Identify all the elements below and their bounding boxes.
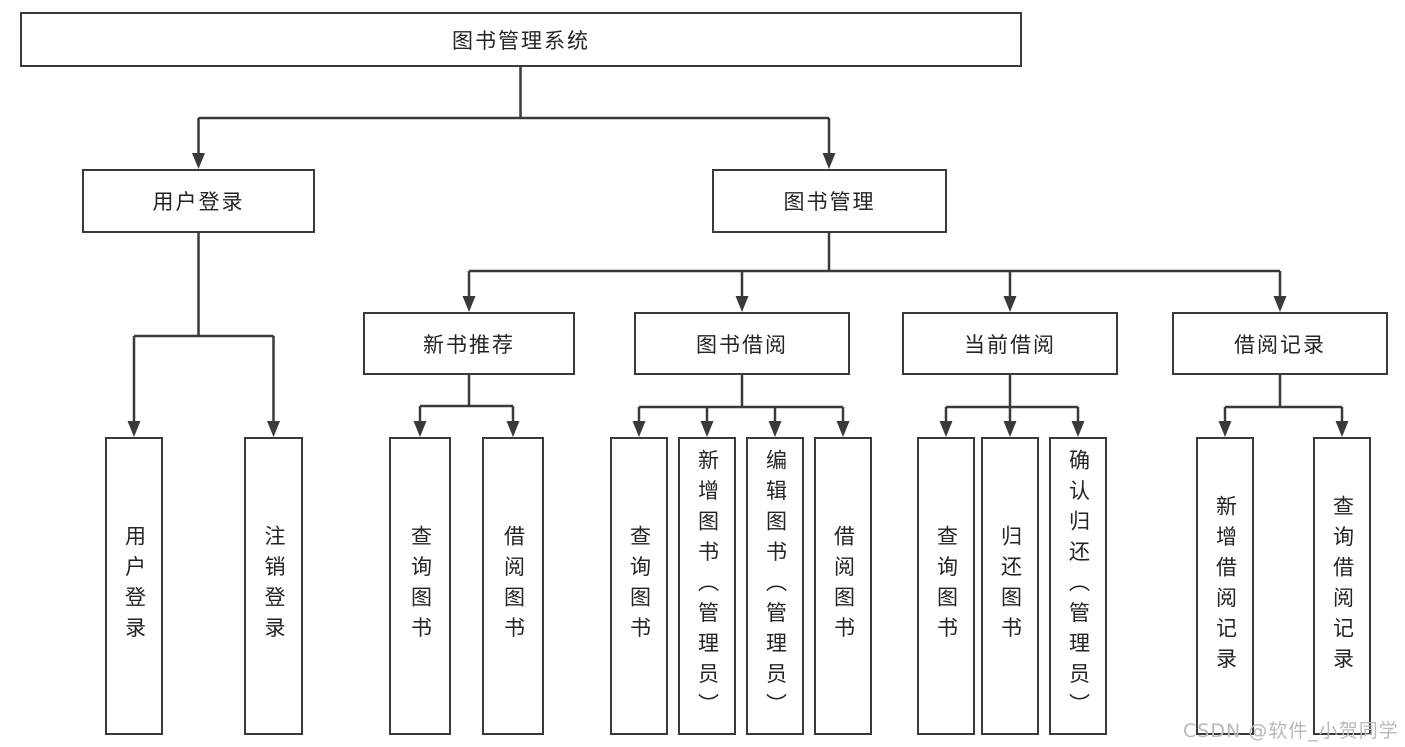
arrowhead-icon — [413, 421, 427, 437]
leaf-user-login: 用户登录 — [105, 437, 163, 735]
node-book-management: 图书管理 — [712, 169, 947, 233]
leaf-query-book-2: 查询图书 — [610, 437, 668, 735]
arrowhead-icon — [768, 421, 782, 437]
arrowhead-icon — [267, 421, 280, 437]
arrowhead-icon — [1218, 421, 1232, 437]
arrowhead-icon — [836, 421, 850, 437]
node-current-borrow: 当前借阅 — [902, 312, 1118, 375]
arrowhead-icon — [1003, 421, 1017, 437]
node-new-book-recommend: 新书推荐 — [363, 312, 575, 375]
arrowhead-icon — [632, 421, 646, 437]
csdn-watermark: CSDN @软件_小贺同学 — [1183, 720, 1399, 742]
arrowhead-icon — [822, 153, 836, 169]
node-user-login: 用户登录 — [82, 169, 315, 233]
leaf-add-borrow-record: 新增借阅记录 — [1196, 437, 1254, 735]
leaf-query-book-3: 查询图书 — [917, 437, 975, 735]
leaf-borrow-book-2: 借阅图书 — [814, 437, 872, 735]
arrowhead-icon — [462, 296, 476, 312]
arrowhead-icon — [1003, 296, 1017, 312]
arrowhead-icon — [735, 296, 749, 312]
arrowhead-icon — [1273, 296, 1287, 312]
arrowhead-icon — [506, 421, 520, 437]
leaf-borrow-book-1: 借阅图书 — [482, 437, 544, 735]
node-borrow-records: 借阅记录 — [1172, 312, 1388, 375]
node-book-borrow: 图书借阅 — [634, 312, 850, 375]
leaf-query-book-1: 查询图书 — [389, 437, 451, 735]
arrowhead-icon — [1071, 421, 1085, 437]
arrowhead-icon — [1335, 421, 1349, 437]
arrowhead-icon — [192, 153, 205, 169]
arrowhead-icon — [700, 421, 714, 437]
leaf-query-borrow-record: 查询借阅记录 — [1313, 437, 1371, 735]
leaf-return-book: 归还图书 — [981, 437, 1039, 735]
arrowhead-icon — [127, 421, 141, 437]
leaf-confirm-return-admin: 确认归还（管理员） — [1049, 437, 1107, 735]
leaf-logout: 注销登录 — [244, 437, 303, 735]
node-root: 图书管理系统 — [20, 12, 1022, 67]
arrowhead-icon — [939, 421, 953, 437]
leaf-edit-book-admin: 编辑图书（管理员） — [746, 437, 804, 735]
leaf-add-book-admin: 新增图书（管理员） — [678, 437, 736, 735]
